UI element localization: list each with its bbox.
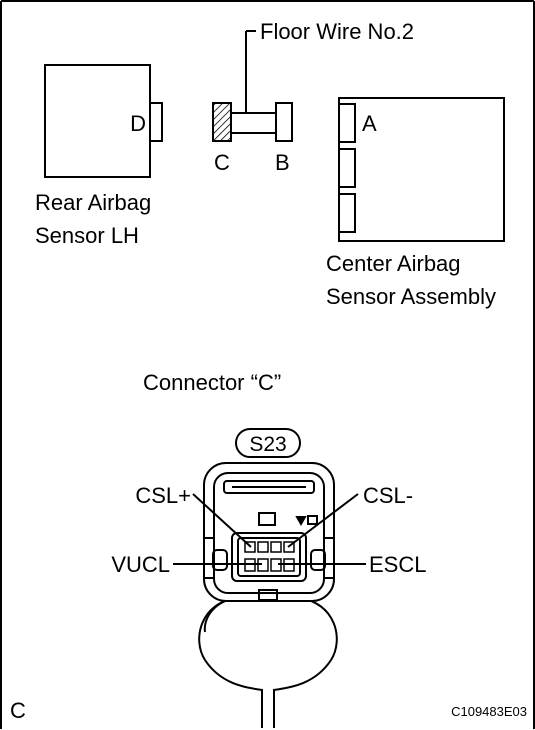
pin-label-csl-plus: CSL+	[135, 483, 191, 508]
wire-harness	[198, 597, 338, 728]
connector-c-label: C	[214, 150, 230, 175]
connector-d-label: D	[130, 111, 146, 136]
pin-upper-2	[257, 541, 269, 553]
pin-upper-3	[270, 541, 282, 553]
connector-view-title: Connector “C”	[143, 370, 281, 395]
pin-label-vucl: VUCL	[111, 552, 170, 577]
pin-label-escl: ESCL	[369, 552, 426, 577]
wire-body	[230, 112, 277, 134]
connector-code-label: S23	[249, 433, 286, 456]
csl-minus-leader	[287, 493, 359, 548]
connector-d-socket	[149, 102, 163, 142]
center-sensor-label-line2: Sensor Assembly	[326, 284, 496, 309]
center-airbag-sensor-assembly: A	[338, 97, 505, 242]
figure-code: C109483E03	[451, 704, 527, 719]
rear-sensor-label-line1: Rear Airbag	[35, 190, 151, 215]
connector-b-end	[275, 102, 293, 142]
connector-code-badge: S23	[235, 428, 301, 458]
csl-plus-leader	[192, 493, 252, 548]
corner-letter: C	[10, 698, 26, 723]
rear-airbag-sensor-lh: D	[44, 64, 163, 178]
connector-a-socket	[338, 103, 356, 143]
floor-wire-label: Floor Wire No.2	[260, 19, 414, 44]
connector-s23-body	[203, 462, 335, 602]
pin-label-csl-minus: CSL-	[363, 483, 413, 508]
connector-b-label: B	[275, 150, 290, 175]
pin-leaders	[173, 493, 366, 565]
connector-socket-2	[338, 148, 356, 188]
floor-wire-no2: Floor Wire No.2 C B	[212, 19, 414, 175]
connector-a-label: A	[362, 111, 377, 136]
center-sensor-label-line1: Center Airbag	[326, 251, 461, 276]
rear-sensor-label-line2: Sensor LH	[35, 223, 139, 248]
connector-c-hatched	[212, 102, 232, 142]
connector-socket-3	[338, 193, 356, 233]
